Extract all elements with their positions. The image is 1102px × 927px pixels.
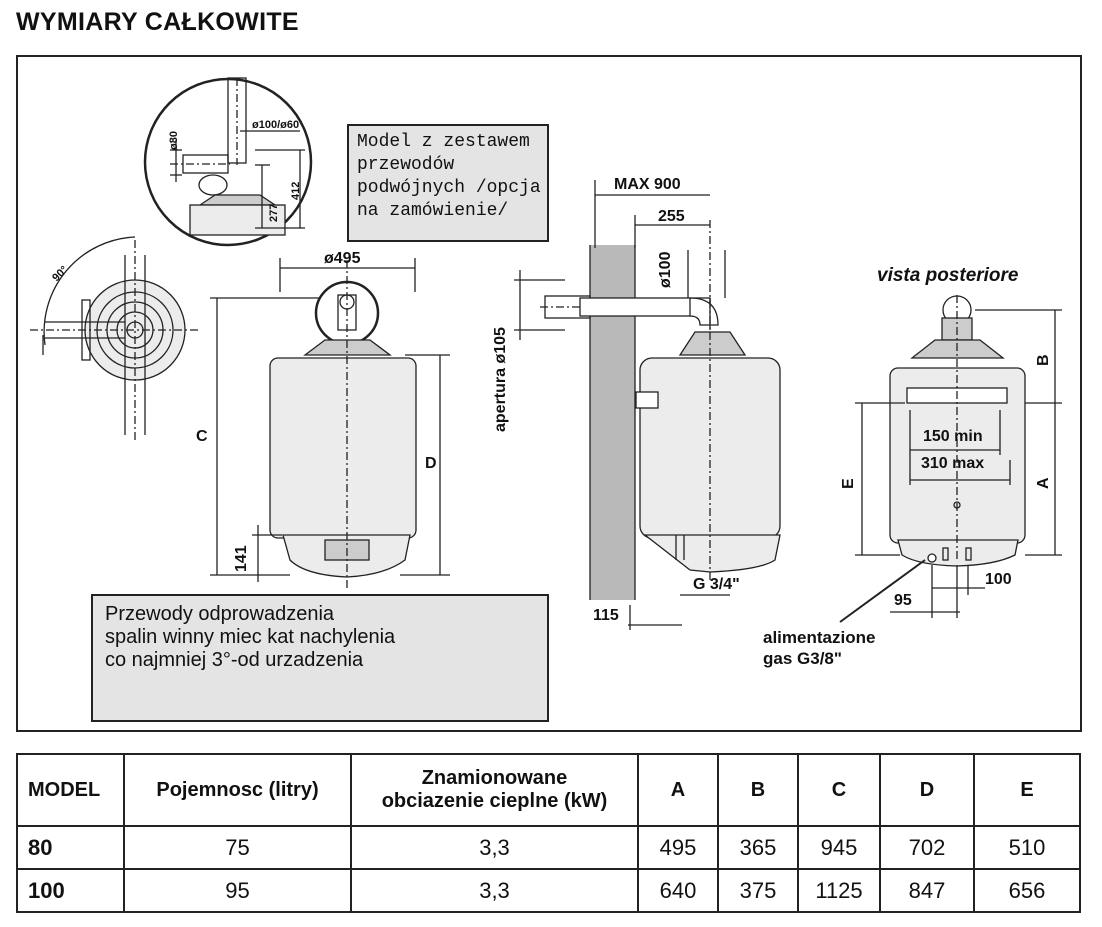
col-c: C <box>797 753 881 827</box>
d100-label: ø100 <box>657 251 674 288</box>
b-label: B <box>1035 354 1052 366</box>
flue-note: Przewody odprowadzenia spalin winny miec… <box>91 594 549 722</box>
coaxial-note: Model z zestawem przewodów podwójnych /o… <box>347 124 549 242</box>
dimensions-table: MODEL Pojemnosc (litry) Znamionowane obc… <box>16 753 1081 913</box>
col-a: A <box>637 753 719 827</box>
col-capacity: Pojemnosc (litry) <box>123 753 352 827</box>
d100b-label: 100 <box>985 571 1012 588</box>
d141-label: 141 <box>233 545 250 572</box>
side-view <box>514 180 781 630</box>
technical-drawing <box>30 77 1062 630</box>
col-b: B <box>717 753 799 827</box>
d255-label: 255 <box>658 208 685 225</box>
d100-60-label: ø100/ø60 <box>252 119 300 131</box>
d277-label: 277 <box>268 203 280 222</box>
e-label: E <box>840 478 857 489</box>
c-label: C <box>196 428 208 445</box>
table-row: 80 75 3,3 495 365 945 702 510 <box>16 825 1081 870</box>
col-d: D <box>879 753 975 827</box>
gas-label-2: gas G3/8" <box>763 649 842 668</box>
a-label: A <box>1035 477 1052 489</box>
top-view <box>30 236 200 440</box>
back-view <box>839 295 1062 623</box>
max310-label: 310 max <box>921 455 985 472</box>
table-row: 100 95 3,3 640 375 1125 847 656 <box>16 868 1081 913</box>
coaxial-detail <box>143 77 313 247</box>
vista-label: vista posteriore <box>877 265 1019 286</box>
d-label: D <box>425 455 437 472</box>
d412-label: 412 <box>290 181 302 200</box>
apertura-label: apertura ø105 <box>492 327 509 432</box>
col-e: E <box>973 753 1081 827</box>
col-load: Znamionowane obciazenie cieplne (kW) <box>350 753 639 827</box>
d95-label: 95 <box>894 592 912 609</box>
page-title: WYMIARY CAŁKOWITE <box>16 8 299 36</box>
g34-label: G 3/4" <box>693 576 740 593</box>
max900-label: MAX 900 <box>614 176 681 193</box>
d115-label: 115 <box>593 607 619 624</box>
table-header-row: MODEL Pojemnosc (litry) Znamionowane obc… <box>16 753 1081 827</box>
d495-label: ø495 <box>324 250 361 267</box>
gas-label-1: alimentazione <box>763 628 876 647</box>
d80-label: ø80 <box>168 131 180 150</box>
col-model: MODEL <box>16 753 125 827</box>
front-view <box>210 258 450 590</box>
min150-label: 150 min <box>923 428 983 445</box>
